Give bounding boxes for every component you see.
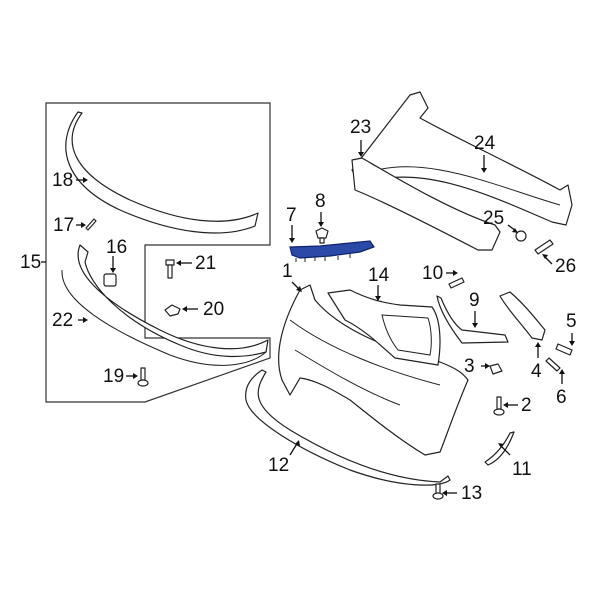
part-14-grille-frame[interactable]	[327, 289, 441, 366]
part-18-molding[interactable]	[65, 111, 259, 234]
callout-26[interactable]: 26	[555, 256, 577, 277]
callout-8[interactable]: 8	[315, 191, 326, 212]
group-box-15	[45, 102, 271, 403]
callout-19[interactable]: 19	[103, 366, 125, 387]
callout-6[interactable]: 6	[556, 387, 567, 408]
part-6-screw[interactable]	[545, 357, 561, 372]
part-20-clip[interactable]	[164, 304, 181, 317]
callout-11[interactable]: 11	[512, 459, 532, 480]
part-16-clip[interactable]	[103, 273, 117, 287]
part-21-bolt[interactable]	[165, 259, 175, 279]
callout-5[interactable]: 5	[566, 311, 577, 332]
callout-18[interactable]: 18	[52, 170, 74, 191]
callout-13[interactable]: 13	[461, 483, 483, 504]
part-10-screw[interactable]	[448, 277, 465, 289]
callout-7[interactable]: 7	[286, 205, 297, 226]
callout-25[interactable]: 25	[483, 208, 505, 229]
part-3-clip[interactable]	[489, 363, 503, 375]
callout-17[interactable]: 17	[53, 215, 75, 236]
part-8-clip[interactable]	[315, 227, 329, 244]
callout-10[interactable]: 10	[422, 263, 444, 284]
callout-2[interactable]: 2	[521, 395, 532, 416]
part-19-screw[interactable]	[137, 367, 149, 387]
part-17-clip[interactable]	[85, 218, 97, 231]
callout-12[interactable]: 12	[268, 455, 290, 476]
part-26-bolt[interactable]	[534, 239, 554, 255]
callout-20[interactable]: 20	[203, 299, 225, 320]
part-24-beam[interactable]	[351, 91, 573, 226]
callout-4[interactable]: 4	[531, 361, 542, 382]
callout-23[interactable]: 23	[350, 117, 372, 138]
callout-15[interactable]: 15	[20, 252, 42, 273]
callout-21[interactable]: 21	[195, 253, 217, 274]
callout-9[interactable]: 9	[469, 290, 480, 311]
callout-14[interactable]: 14	[368, 265, 390, 286]
leader-arrows	[76, 140, 575, 496]
callout-16[interactable]: 16	[106, 237, 128, 258]
callout-24[interactable]: 24	[474, 133, 496, 154]
part-23-absorber[interactable]	[351, 157, 501, 251]
part-13-screw[interactable]	[432, 483, 444, 500]
part-9-bracket[interactable]	[436, 295, 509, 344]
part-2-screw[interactable]	[493, 396, 505, 416]
part-11-trim[interactable]	[484, 431, 515, 466]
callout-3[interactable]: 3	[464, 356, 475, 377]
part-4-bracket[interactable]	[499, 291, 546, 341]
part-5-bolt[interactable]	[555, 343, 573, 356]
callout-22[interactable]: 22	[52, 310, 74, 331]
part-7-bracket-highlighted[interactable]	[289, 240, 375, 259]
part-25-nut[interactable]	[515, 230, 527, 242]
callout-1[interactable]: 1	[282, 261, 293, 282]
